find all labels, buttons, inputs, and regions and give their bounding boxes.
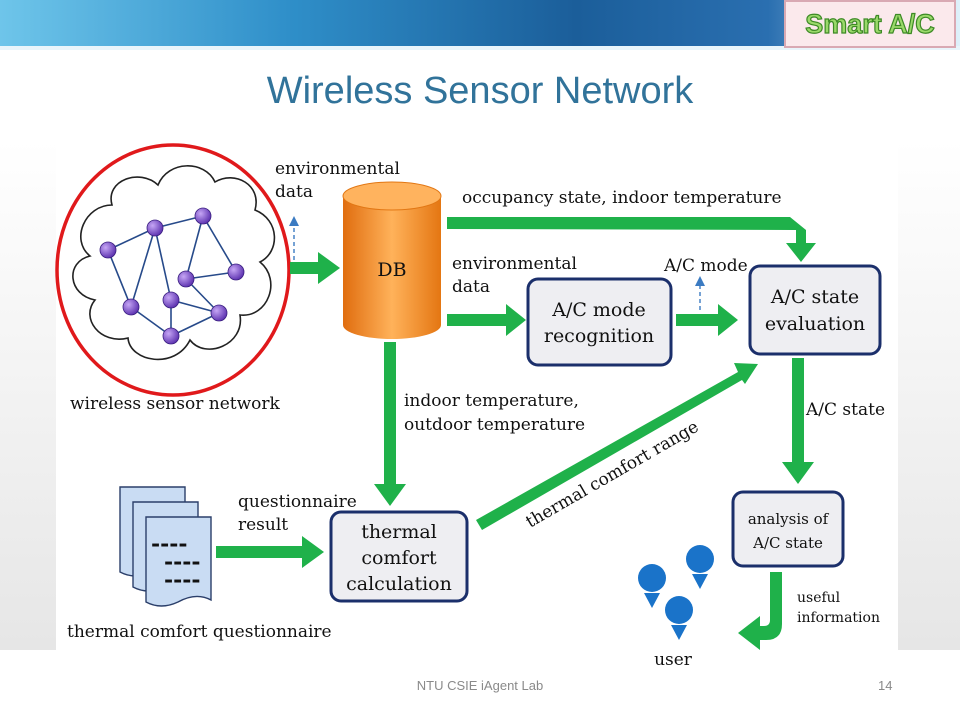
temps-label-2: outdoor temperature (404, 415, 585, 435)
analysis-1: analysis of (748, 510, 830, 528)
wsn-label: wireless sensor network (70, 394, 281, 414)
ac-mode-recognition-1: A/C mode (551, 299, 646, 321)
occupancy-label: occupancy state, indoor temperature (462, 188, 782, 208)
sensor-node (99, 241, 117, 259)
arrow-mode-eval (676, 304, 738, 336)
arrow-db-occupancy (447, 217, 816, 262)
arrow-db-thermal (374, 342, 406, 506)
ac-mode-recognition-2: recognition (544, 325, 654, 347)
questionnaire-label: thermal comfort questionnaire (67, 622, 332, 642)
doc-line-3: ---- (164, 567, 201, 593)
dashed-arrow-mode-head (695, 276, 705, 286)
page-number: 14 (878, 678, 893, 693)
sensor-node (122, 298, 140, 316)
arrow-db-mode (447, 304, 526, 336)
ac-state-label: A/C state (805, 400, 885, 420)
user-label: user (654, 650, 693, 670)
sensor-node (194, 207, 212, 225)
thermal-calc-box (329, 510, 469, 603)
arrow-eval-analysis (782, 358, 814, 484)
arrow-wsn-db (290, 252, 340, 284)
questionnaire-result-1: questionnaire (238, 492, 357, 512)
ac-state-evaluation-box (748, 264, 882, 356)
arrow-quest-thermal (216, 536, 324, 568)
env-data-top-2: data (275, 182, 313, 202)
db-label: DB (377, 259, 406, 281)
analysis-2: A/C state (752, 534, 823, 552)
user-icon (638, 564, 666, 608)
slide-title: Wireless Sensor Network (266, 70, 694, 112)
right-shade (898, 140, 960, 650)
arrow-analysis-user (738, 572, 782, 650)
green-arrows (216, 217, 816, 650)
temps-label-1: indoor temperature, (404, 391, 579, 411)
questionnaire-result-2: result (238, 515, 288, 535)
ac-state-evaluation-1: A/C state (770, 286, 859, 308)
user-icon (665, 596, 693, 640)
thermal-calc-3: calculation (346, 573, 452, 595)
doc-line-1: ---- (151, 531, 188, 557)
user-icons (638, 545, 714, 640)
banner-stripe (0, 46, 960, 50)
smart-ac-badge: Smart A/C (784, 0, 956, 48)
user-icon (686, 545, 714, 589)
thermal-calc-2: comfort (361, 547, 437, 569)
ac-state-evaluation-2: evaluation (765, 313, 865, 335)
highlight-circle (55, 143, 291, 397)
env-data-top-1: environmental (275, 159, 400, 179)
sensor-node (162, 327, 180, 345)
sensor-nodes (99, 207, 245, 345)
ac-mode-label: A/C mode (663, 256, 748, 276)
sensor-node (162, 291, 180, 309)
db-cylinder (342, 181, 442, 339)
thermal-calc-1: thermal (361, 521, 437, 543)
useful-info-1: useful (797, 590, 841, 606)
questionnaire-docs (119, 486, 212, 607)
env-data-mid-2: data (452, 277, 490, 297)
sensor-node (177, 270, 195, 288)
footer-lab: NTU CSIE iAgent Lab (416, 678, 544, 693)
env-data-mid-1: environmental (452, 254, 577, 274)
sensor-node (227, 263, 245, 281)
footer: NTU CSIE iAgent Lab 14 (0, 678, 960, 698)
badge-label: Smart A/C (805, 8, 936, 39)
sensor-node (210, 304, 228, 322)
ac-mode-recognition-box (526, 277, 673, 367)
arrow-thermal-eval (476, 363, 758, 530)
left-shade (0, 140, 62, 650)
doc-line-2: ---- (164, 549, 201, 575)
useful-info-2: information (797, 610, 880, 626)
dashed-arrow-head (289, 216, 299, 226)
sensor-node (146, 219, 164, 237)
analysis-box (731, 490, 845, 568)
